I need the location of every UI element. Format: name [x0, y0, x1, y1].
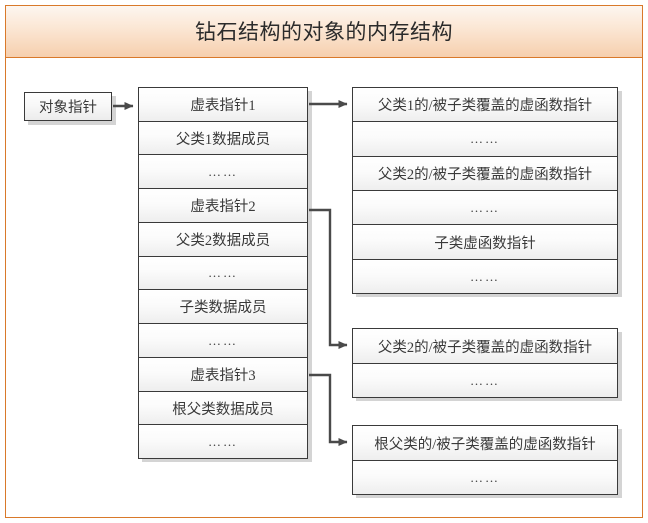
vtable-1-row-label: 父类2的/被子类覆盖的虚函数指针: [377, 167, 593, 183]
object-layout-row-label: 父类1数据成员: [175, 131, 271, 148]
object-layout-row-label: 子类数据成员: [179, 300, 267, 316]
vtable-1-row-label: ……: [470, 268, 500, 284]
vtable-1-row-2: 父类2的/被子类覆盖的虚函数指针: [352, 156, 618, 191]
vtable-2-block: 父类2的/被子类覆盖的虚函数指针 ……: [352, 328, 618, 398]
vtable-1-row-3: ……: [352, 190, 618, 225]
object-memory-layout-column: 虚表指针1 父类1数据成员 …… 虚表指针2 父类2数据成员 …… 子类数据成员 …… 虚表指针…: [138, 87, 308, 459]
object-layout-row-4: 父类2数据成员: [138, 222, 308, 257]
object-layout-row-8-vptr: 虚表指针3: [138, 357, 308, 392]
vtable-3-row-0: 根父类的/被子类覆盖的虚函数指针: [352, 425, 618, 461]
vtable-1-block: 父类1的/被子类覆盖的虚函数指针 …… 父类2的/被子类覆盖的虚函数指针 …… 子类虚函…: [352, 87, 618, 294]
vtable-3-block: 根父类的/被子类覆盖的虚函数指针 ……: [352, 425, 618, 495]
object-layout-row-label: 虚表指针2: [190, 199, 256, 215]
object-pointer-box: 对象指针: [24, 92, 112, 121]
object-layout-row-label: ……: [208, 332, 238, 348]
object-layout-row-0-vptr: 虚表指针1: [138, 87, 308, 122]
vtable-2-row-label: 父类2的/被子类覆盖的虚函数指针: [377, 339, 593, 356]
vtable-1-row-label: ……: [470, 131, 500, 146]
page-title: 钻石结构的对象的内存结构: [195, 20, 453, 44]
object-layout-row-label: 根父类数据成员: [172, 401, 274, 418]
object-layout-row-label: ……: [208, 433, 238, 449]
object-layout-row-label: ……: [208, 265, 238, 280]
vtable-2-row-label: ……: [470, 372, 500, 388]
object-layout-row-2: ……: [138, 154, 308, 189]
vtable-1-row-4: 子类虚函数指针: [352, 224, 618, 260]
object-layout-row-10: ……: [138, 424, 308, 459]
object-layout-row-5: ……: [138, 256, 308, 290]
object-layout-row-label: 虚表指针3: [190, 368, 256, 384]
vtable-1-row-1: ……: [352, 121, 618, 157]
vtable-3-row-label: 根父类的/被子类覆盖的虚函数指针: [374, 436, 596, 453]
vtable-3-row-label: ……: [470, 469, 500, 485]
vtable-1-row-label: 子类虚函数指针: [434, 235, 536, 252]
object-layout-row-7: ……: [138, 323, 308, 358]
vtable-1-row-label: ……: [470, 199, 500, 215]
object-layout-row-3-vptr: 虚表指针2: [138, 188, 308, 223]
vtable-2-row-1: ……: [352, 363, 618, 398]
object-layout-row-label: 父类2数据成员: [175, 233, 271, 249]
vtable-1-row-5: ……: [352, 259, 618, 294]
object-layout-row-label: 虚表指针1: [190, 98, 256, 114]
title-banner: 钻石结构的对象的内存结构: [6, 6, 642, 58]
object-layout-row-6: 子类数据成员: [138, 289, 308, 324]
vtable-1-row-0: 父类1的/被子类覆盖的虚函数指针: [352, 87, 618, 122]
object-layout-row-9: 根父类数据成员: [138, 391, 308, 425]
object-layout-row-1: 父类1数据成员: [138, 121, 308, 155]
vtable-2-row-0: 父类2的/被子类覆盖的虚函数指针: [352, 328, 618, 364]
object-pointer-label: 对象指针: [39, 100, 97, 116]
vtable-1-row-label: 父类1的/被子类覆盖的虚函数指针: [377, 98, 593, 114]
object-layout-row-label: ……: [208, 163, 238, 179]
vtable-3-row-1: ……: [352, 460, 618, 495]
